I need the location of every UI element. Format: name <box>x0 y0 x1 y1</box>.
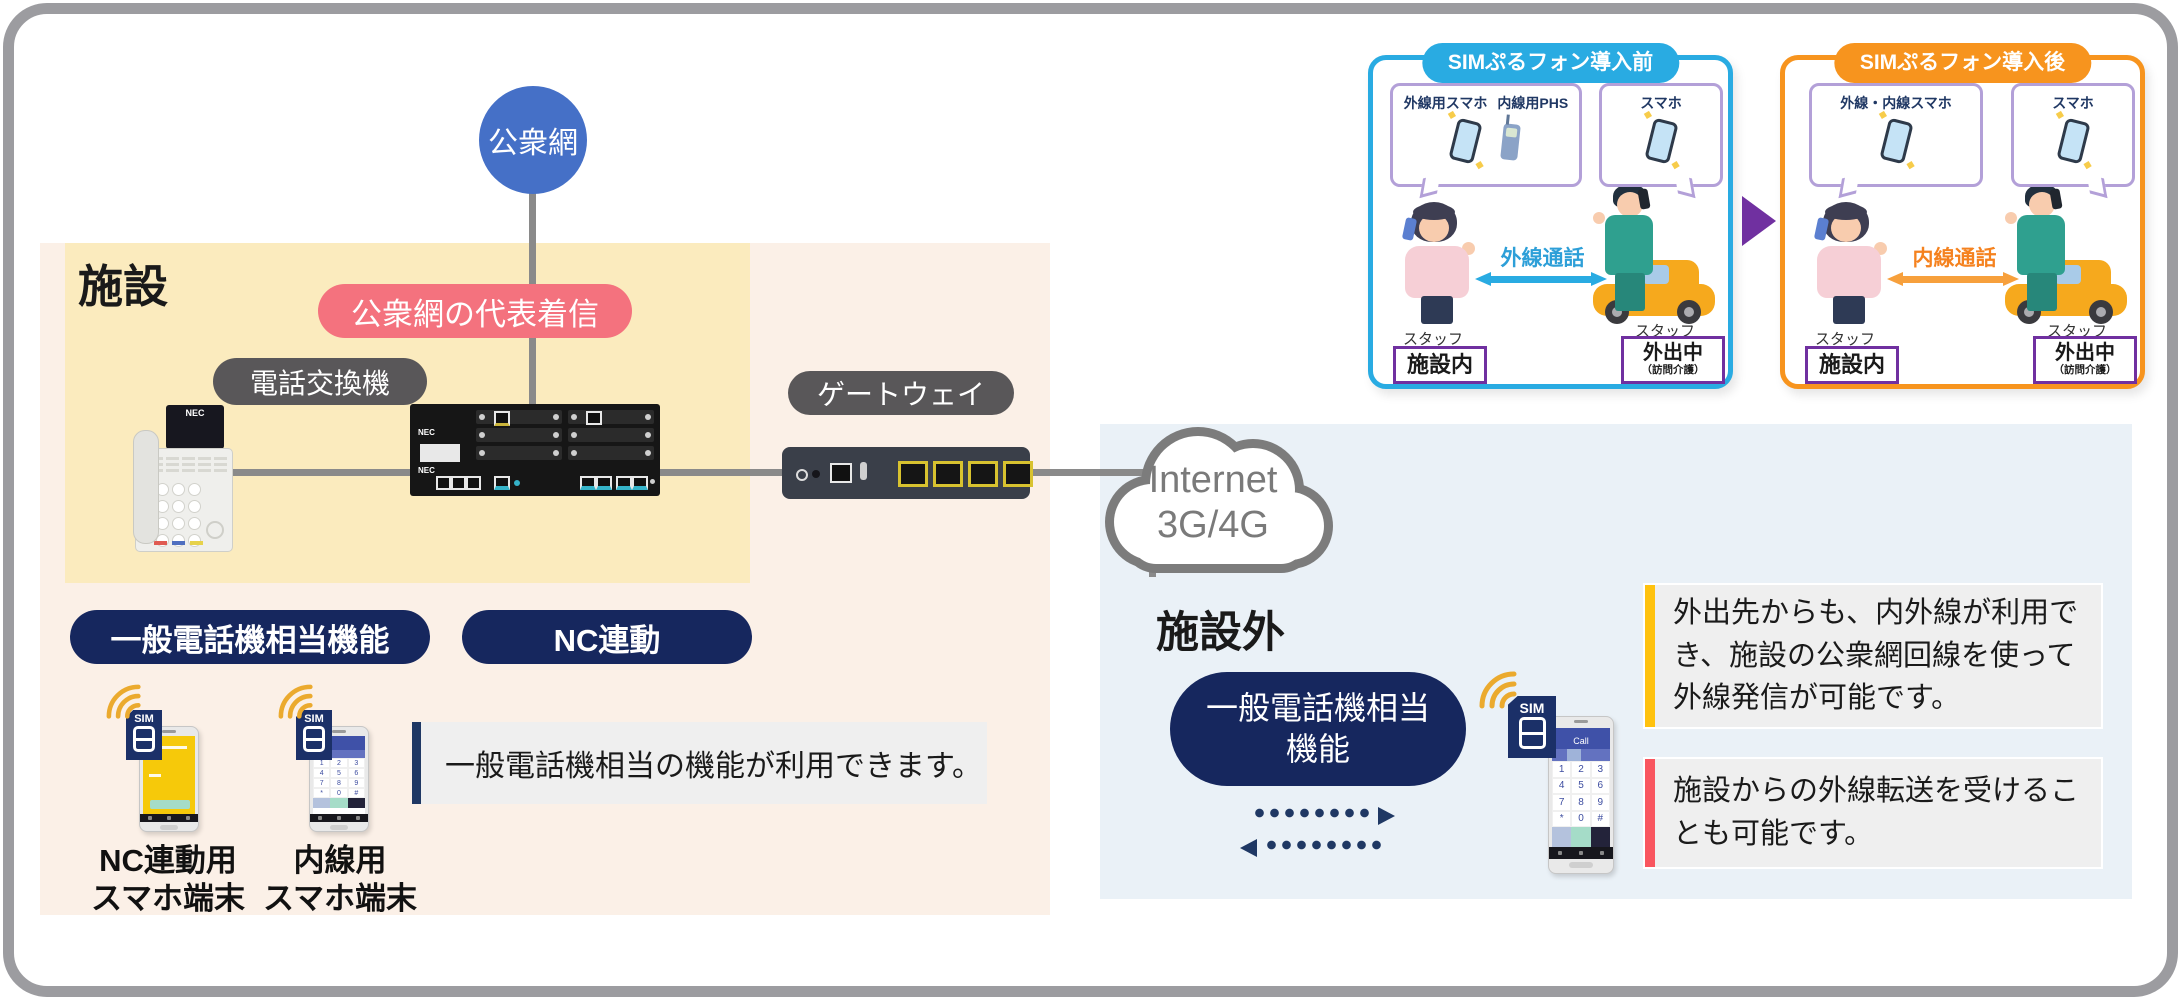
line-phone-to-pbx <box>228 469 420 476</box>
comparison-panel-before: SIMぷるフォン導入前 外線用スマホ 内線用PHS スマホ <box>1368 43 1733 389</box>
desk-phone-illustration: NEC <box>133 404 233 552</box>
nc-smartphone-illustration <box>139 726 199 832</box>
call-arrow-after <box>1887 272 2019 286</box>
wifi-icon <box>1479 671 1517 709</box>
smartphone-icon <box>2055 117 2091 165</box>
pbx-label: 電話交換機 <box>249 367 390 399</box>
caregiver-car-illustration <box>2001 184 2133 326</box>
speech-bubble-facility-before: 外線用スマホ 内線用PHS <box>1390 83 1582 199</box>
staff-label: スタッフ <box>1635 323 1696 340</box>
dialer-header: Call <box>1552 734 1610 749</box>
transition-arrow-icon <box>1742 196 1776 246</box>
desk-phone-color-keys <box>154 541 203 545</box>
staff-woman-illustration <box>1397 202 1477 326</box>
nec-logo: NEC <box>185 408 205 418</box>
call-arrow-before <box>1475 272 1607 286</box>
pbx-label-pill: 電話交換機 <box>213 358 427 405</box>
location-box-inside: 施設内 <box>1393 346 1487 384</box>
desk-phone-speaker <box>206 521 224 539</box>
extension-smartphone-caption: 内線用 スマホ端末 <box>262 843 418 916</box>
call-type-label-before: 外線通話 <box>1500 247 1585 270</box>
sim-card-icon: SIM <box>1508 696 1556 758</box>
speech-bubble-facility-after: 外線・内線スマホ <box>1809 83 1983 199</box>
staff-label: スタッフ <box>1815 331 1876 348</box>
staff-label: スタッフ <box>2047 323 2108 340</box>
nc-link-pill: NC連動 <box>462 610 752 664</box>
location-box-outside: 外出中 （訪問介護） <box>1621 336 1725 384</box>
speech-bubble-mobile-after: スマホ <box>2011 83 2135 199</box>
outside-note-red: 施設からの外線転送を受けることも可能です。 <box>1645 759 2101 867</box>
sim-card-icon: SIM <box>126 710 162 760</box>
handheld-phone-icon <box>1813 217 1830 241</box>
caregiver-car-illustration <box>1589 184 1721 326</box>
handheld-phone-icon <box>2049 188 2063 210</box>
staff-label: スタッフ <box>1403 331 1464 348</box>
dotted-arrow-left <box>1240 836 1386 857</box>
internet-cloud-icon <box>1105 427 1333 573</box>
dotted-arrow-right <box>1252 804 1398 825</box>
desk-phone-function-keys <box>150 457 227 472</box>
facility-note-text: 一般電話機相当の機能が利用できます。 <box>445 750 982 783</box>
handheld-phone-icon <box>1401 217 1418 241</box>
smartphone-icon <box>1643 117 1679 165</box>
router-lan-ports <box>898 461 1038 487</box>
outside-title: 施設外 <box>1156 609 1285 657</box>
gateway-label-pill: ゲートウェイ <box>788 371 1014 415</box>
handheld-phone-icon <box>1637 188 1651 210</box>
staff-woman-illustration <box>1809 202 1889 326</box>
call-type-label-after: 内線通話 <box>1912 247 1997 270</box>
facility-note-box: 一般電話機相当の機能が利用できます。 <box>412 722 987 804</box>
location-box-outside: 外出中 （訪問介護） <box>2033 336 2137 384</box>
nc-smartphone-caption: NC連動用 スマホ端末 <box>90 843 246 916</box>
desk-phone-handset <box>133 430 159 544</box>
phs-icon <box>1500 123 1521 161</box>
pbx-nec-logo-2: NEC <box>418 466 435 475</box>
smartphone-icon <box>1448 117 1483 165</box>
sim-card-icon: SIM <box>296 710 332 760</box>
pbx-nec-logo: NEC <box>418 428 435 437</box>
general-phone-feature-pill: 一般電話機相当機能 <box>70 610 430 664</box>
gateway-label: ゲートウェイ <box>816 379 985 410</box>
comparison-after-header: SIMぷるフォン導入後 <box>1833 43 2092 83</box>
representative-incoming-label: 公衆網の代表着信 <box>351 296 599 332</box>
pbx-device-illustration: NEC NEC <box>410 404 660 496</box>
wifi-icon <box>278 684 313 719</box>
location-box-inside: 施設内 <box>1805 346 1899 384</box>
line-pbx-to-router <box>658 469 784 476</box>
comparison-panel-after: SIMぷるフォン導入後 外線・内線スマホ スマホ 内線通話 <box>1780 43 2145 389</box>
gateway-router-illustration <box>782 447 1033 499</box>
public-network-node: 公衆網 <box>479 86 587 194</box>
representative-incoming-pill: 公衆網の代表着信 <box>318 284 632 338</box>
facility-title: 施設 <box>78 261 169 312</box>
outside-general-phone-oval: 一般電話機相当 機能 <box>1170 672 1466 786</box>
smartphone-icon <box>1878 117 1914 165</box>
public-network-label: 公衆網 <box>488 127 578 160</box>
line-router-to-cloud-h <box>1028 469 1156 476</box>
desk-phone-screen: NEC <box>166 405 224 449</box>
outside-note-yellow: 外出先からも、内外線が利用でき、施設の公衆網回線を使って外線発信が可能です。 <box>1645 585 2101 727</box>
internet-cloud-label: Internet 3G/4G <box>1148 459 1278 546</box>
wifi-icon <box>106 684 141 719</box>
desk-phone-keypad <box>156 483 201 547</box>
speech-bubble-mobile-before: スマホ <box>1599 83 1723 199</box>
comparison-before-header: SIMぷるフォン導入前 <box>1421 43 1680 83</box>
